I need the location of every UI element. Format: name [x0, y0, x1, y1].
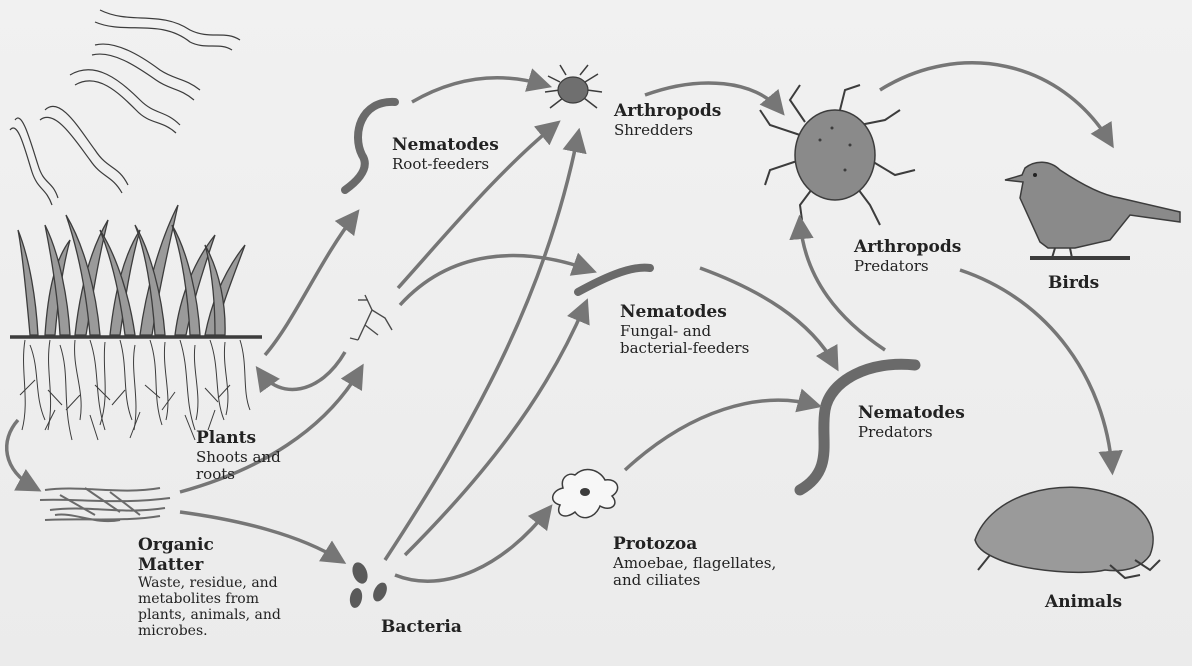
arrow-plants-to-nematodes-root — [265, 215, 355, 355]
plants-label: Plants Shoots and roots — [196, 429, 316, 483]
organic-matter-illustration — [40, 488, 170, 521]
plants-subtitle: Shoots and roots — [196, 449, 316, 484]
bacteria-title: Bacteria — [381, 618, 462, 638]
arthropods-predators-subtitle: Predators — [854, 258, 961, 275]
arthropod-predator-illustration — [760, 85, 915, 225]
arrow-fungus-to-nematodes-fungal — [400, 256, 590, 305]
arthropods-predators-label: Arthropods Predators — [854, 238, 961, 275]
nematodes-root-subtitle: Root-feeders — [392, 156, 499, 173]
plants-illustration — [10, 10, 262, 440]
arthropods-shredders-title: Arthropods — [614, 102, 721, 122]
nematodes-fungal-subtitle: Fungal- and bacterial-feeders — [620, 323, 770, 358]
arrow-bacteria-to-nematodes-fungal — [405, 305, 585, 555]
arrow-fungus-to-plants — [260, 352, 345, 389]
arrow-bacteria-to-shredders — [385, 135, 578, 560]
bacteria-illustration — [348, 560, 389, 609]
arrow-arthropod-predators-to-animals — [960, 270, 1112, 468]
organic-matter-subtitle: Waste, residue, and metabolites from pla… — [138, 575, 308, 639]
arrow-protozoa-to-nematodes-predators — [625, 400, 815, 470]
birds-title: Birds — [1048, 274, 1099, 294]
organic-matter-title: Organic Matter — [138, 536, 228, 575]
organic-matter-label: Organic Matter Waste, residue, and metab… — [138, 536, 308, 639]
birds-label: Birds — [1048, 274, 1099, 294]
arthropods-shredders-subtitle: Shredders — [614, 122, 721, 139]
plants-title: Plants — [196, 429, 316, 449]
bird-illustration — [1005, 162, 1180, 258]
fungus-illustration — [350, 295, 392, 340]
protozoa-nucleus — [580, 488, 590, 496]
arrow-bacteria-to-protozoa — [395, 510, 548, 581]
nematodes-predators-title: Nematodes — [858, 404, 965, 424]
nematode-root-feeder-illustration — [345, 102, 395, 190]
nematodes-predators-subtitle: Predators — [858, 424, 965, 441]
animals-label: Animals — [1045, 593, 1122, 613]
arthropod-shredder-illustration — [545, 65, 602, 108]
nematodes-fungal-title: Nematodes — [620, 303, 770, 323]
bacteria-label: Bacteria — [381, 618, 462, 638]
protozoa-subtitle: Amoebae, flagellates, and ciliates — [613, 555, 803, 590]
nematodes-root-feeders-label: Nematodes Root-feeders — [392, 136, 499, 173]
arrow-arthropod-predators-to-birds — [880, 63, 1110, 142]
nematodes-root-title: Nematodes — [392, 136, 499, 156]
protozoa-label: Protozoa Amoebae, flagellates, and cilia… — [613, 535, 803, 589]
nematodes-predators-label: Nematodes Predators — [858, 404, 965, 441]
animals-title: Animals — [1045, 593, 1122, 613]
protozoa-title: Protozoa — [613, 535, 803, 555]
nematodes-fungal-feeders-label: Nematodes Fungal- and bacterial-feeders — [620, 303, 770, 357]
arthropods-shredders-label: Arthropods Shredders — [614, 102, 721, 139]
arrow-nematodes-root-to-shredders — [412, 78, 545, 102]
arrow-plants-to-organic — [7, 420, 35, 488]
arthropods-predators-title: Arthropods — [854, 238, 961, 258]
mole-illustration — [975, 487, 1160, 578]
